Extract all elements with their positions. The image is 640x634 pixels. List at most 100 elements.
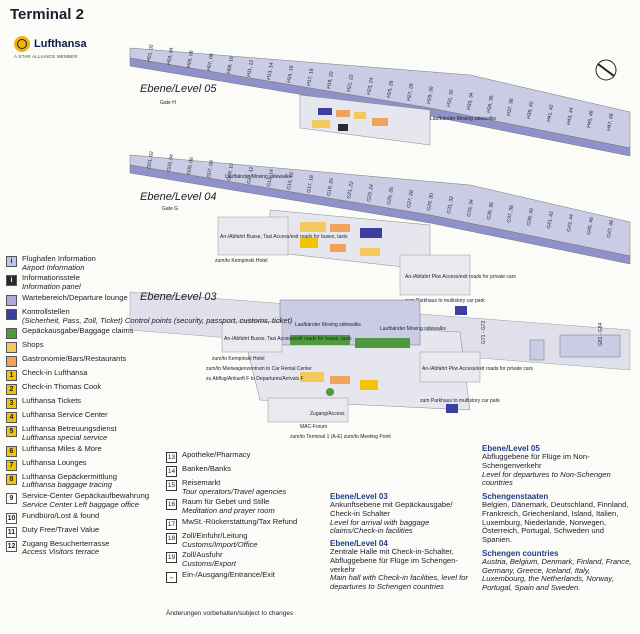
legend-text-de: Duty Free/Travel Value [22,524,100,534]
legend-swatch: 1 [6,370,17,382]
legend-numbered-text: MwSt.-Rückerstattung/Tax Refund [182,517,297,527]
gate-label: H23, 24 [366,77,375,96]
legend-text: Shops [22,341,44,350]
gate-label: H25, 26 [386,80,395,99]
legend-numbered-de: Banken/Banks [182,464,231,473]
legend-numbered-de: Raum für Gebet und Stille [182,497,270,507]
parking-icon [455,306,467,315]
level-03-corridor-2: Laufbänder Moving sidewalks [380,326,446,332]
legend-text: Lufthansa Miles & More [22,444,102,454]
annot-bus-l3: An-/Abfahrt Busse, Taxi Access/exit road… [224,336,352,342]
schengen-info: Ebene/Level 05 Abfluggebene für Flüge im… [482,444,634,597]
legend-text-de: Service-Center Gepäckaufbewahrung [22,491,150,501]
legend-number: 18 [166,532,177,544]
legend-text-de: Wartebereich/Departure lounge [22,292,128,302]
legend-numbered-text: Apotheke/Pharmacy [182,450,251,460]
schengen-title-de: Schengenstaaten [482,492,549,502]
legend-swatch: 12 [6,540,17,552]
annot-pkw-l4: An-/Abfahrt Pkw Access/exit roads for pr… [405,274,516,280]
level-03-title: Ebene/Level 03 [330,492,388,501]
gate-label: G33, 34 [466,199,475,218]
gate-label: G35, 36 [486,202,495,221]
legend-number: 19 [166,552,177,564]
gate-label: G39, 40 [526,208,535,227]
gate-label: H05, 06 [186,50,195,69]
footnote: Änderungen vorbehalten/subject to change… [166,610,294,617]
gate-label: H41, 42 [546,104,555,123]
legend-text-en: Airport Information [22,262,85,272]
annot-park-l3: zum Parkhaus to multistory car park [420,398,500,404]
legend-item: 6 Lufthansa Miles & More [6,444,316,457]
legend-swatch [6,294,17,306]
legend-text: Fundbüro/Lost & found [22,510,100,521]
gate-label: H29, 30 [426,86,435,105]
legend-text-de: Gepäckausgabe/Baggage claims [22,326,134,336]
legend-text-de: Shops [22,340,44,350]
legend-numbered-item: 17 MwSt.-Rückerstattung/Tax Refund [166,517,326,530]
level-05-sub: Gate H [160,100,176,106]
legend-text-de: Lufthansa Gepäckermittlung [22,471,117,481]
gate-label: G09, 10 [226,163,235,182]
level-04-title: Ebene/Level 04 [330,539,388,549]
gate-label: G37, 38 [506,205,515,224]
legend-text-en: Lufthansa special service [22,433,108,443]
legend-item: Shops [6,341,316,354]
gate-label: H21, 22 [346,74,355,93]
legend-text-de: Fundbüro/Lost & found [22,510,100,520]
gate-label: G21, 22 [346,181,355,200]
annot-pkw-l3: An-/Abfahrt Pkw Access/exit roads for pr… [422,366,533,372]
legend-text: Wartebereich/Departure lounge [22,292,128,303]
legend-text-de: Kontrollstellen [22,306,70,316]
gate-label: G27, 28 [406,190,415,209]
legend-numbered-de: Apotheke/Pharmacy [182,450,251,459]
legend-text: Kontrollstellen(Sicherheit, Pass, Zoll, … [22,306,292,325]
gate-label: G15, 16 [286,172,295,191]
gate-label: G13, 14 [266,169,275,188]
legend-swatch [6,342,17,354]
level-05-desc: Abfluggebene für Flüge im Non-Schengenve… [482,452,611,488]
gate-label: G23, 24 [366,184,375,203]
north-arrow-icon [595,59,617,81]
annot-park-l4: zum Parkhaus to multistory car park [405,298,485,304]
legend-text-de: Check-in Lufthansa [22,368,88,378]
gate-g71: G71 - G72 [481,320,487,344]
legend-text-de: Zugang Besucherterrasse [22,538,110,548]
schengen-list-en: Austria, Belgium, Denmark, Finland, Fran… [482,557,632,593]
level-04-corridor: Laufbänder Moving sidewalks [225,174,291,180]
legend-swatch: 5 [6,426,17,438]
parking-icon-l3 [446,404,458,413]
level-04-label: Ebene/Level 04 [140,191,216,203]
level-05-label: Ebene/Level 05 [140,83,217,95]
gate-label: H15, 16 [286,65,295,84]
gate-label: H09, 10 [226,56,235,75]
legend-numbered-en: Customs/Export [182,559,237,569]
legend-swatch: i [6,275,17,287]
legend-text: Lufthansa Service Center [22,411,108,420]
legend-number: 16 [166,499,177,511]
legend-number: 17 [166,518,177,530]
gate-label: H33, 34 [466,92,475,111]
legend-number: ↔ [166,571,177,583]
legend-swatch: 6 [6,445,17,457]
gate-label: G43, 44 [566,214,575,233]
legend-swatch: 2 [6,384,17,396]
legend-text-de: Lufthansa Lounges [22,457,87,467]
gate-label: G41, 42 [546,211,555,230]
legend-text-de: Lufthansa Service Center [22,410,108,420]
logo-tagline: A STAR ALLIANCE MEMBER [14,54,78,59]
legend-text-de: Gastronomie/Bars/Restaurants [22,354,127,364]
legend-text-en: Access Visitors terrace [22,547,100,557]
lufthansa-crane-icon [14,36,30,52]
legend-swatch: i [6,256,17,267]
